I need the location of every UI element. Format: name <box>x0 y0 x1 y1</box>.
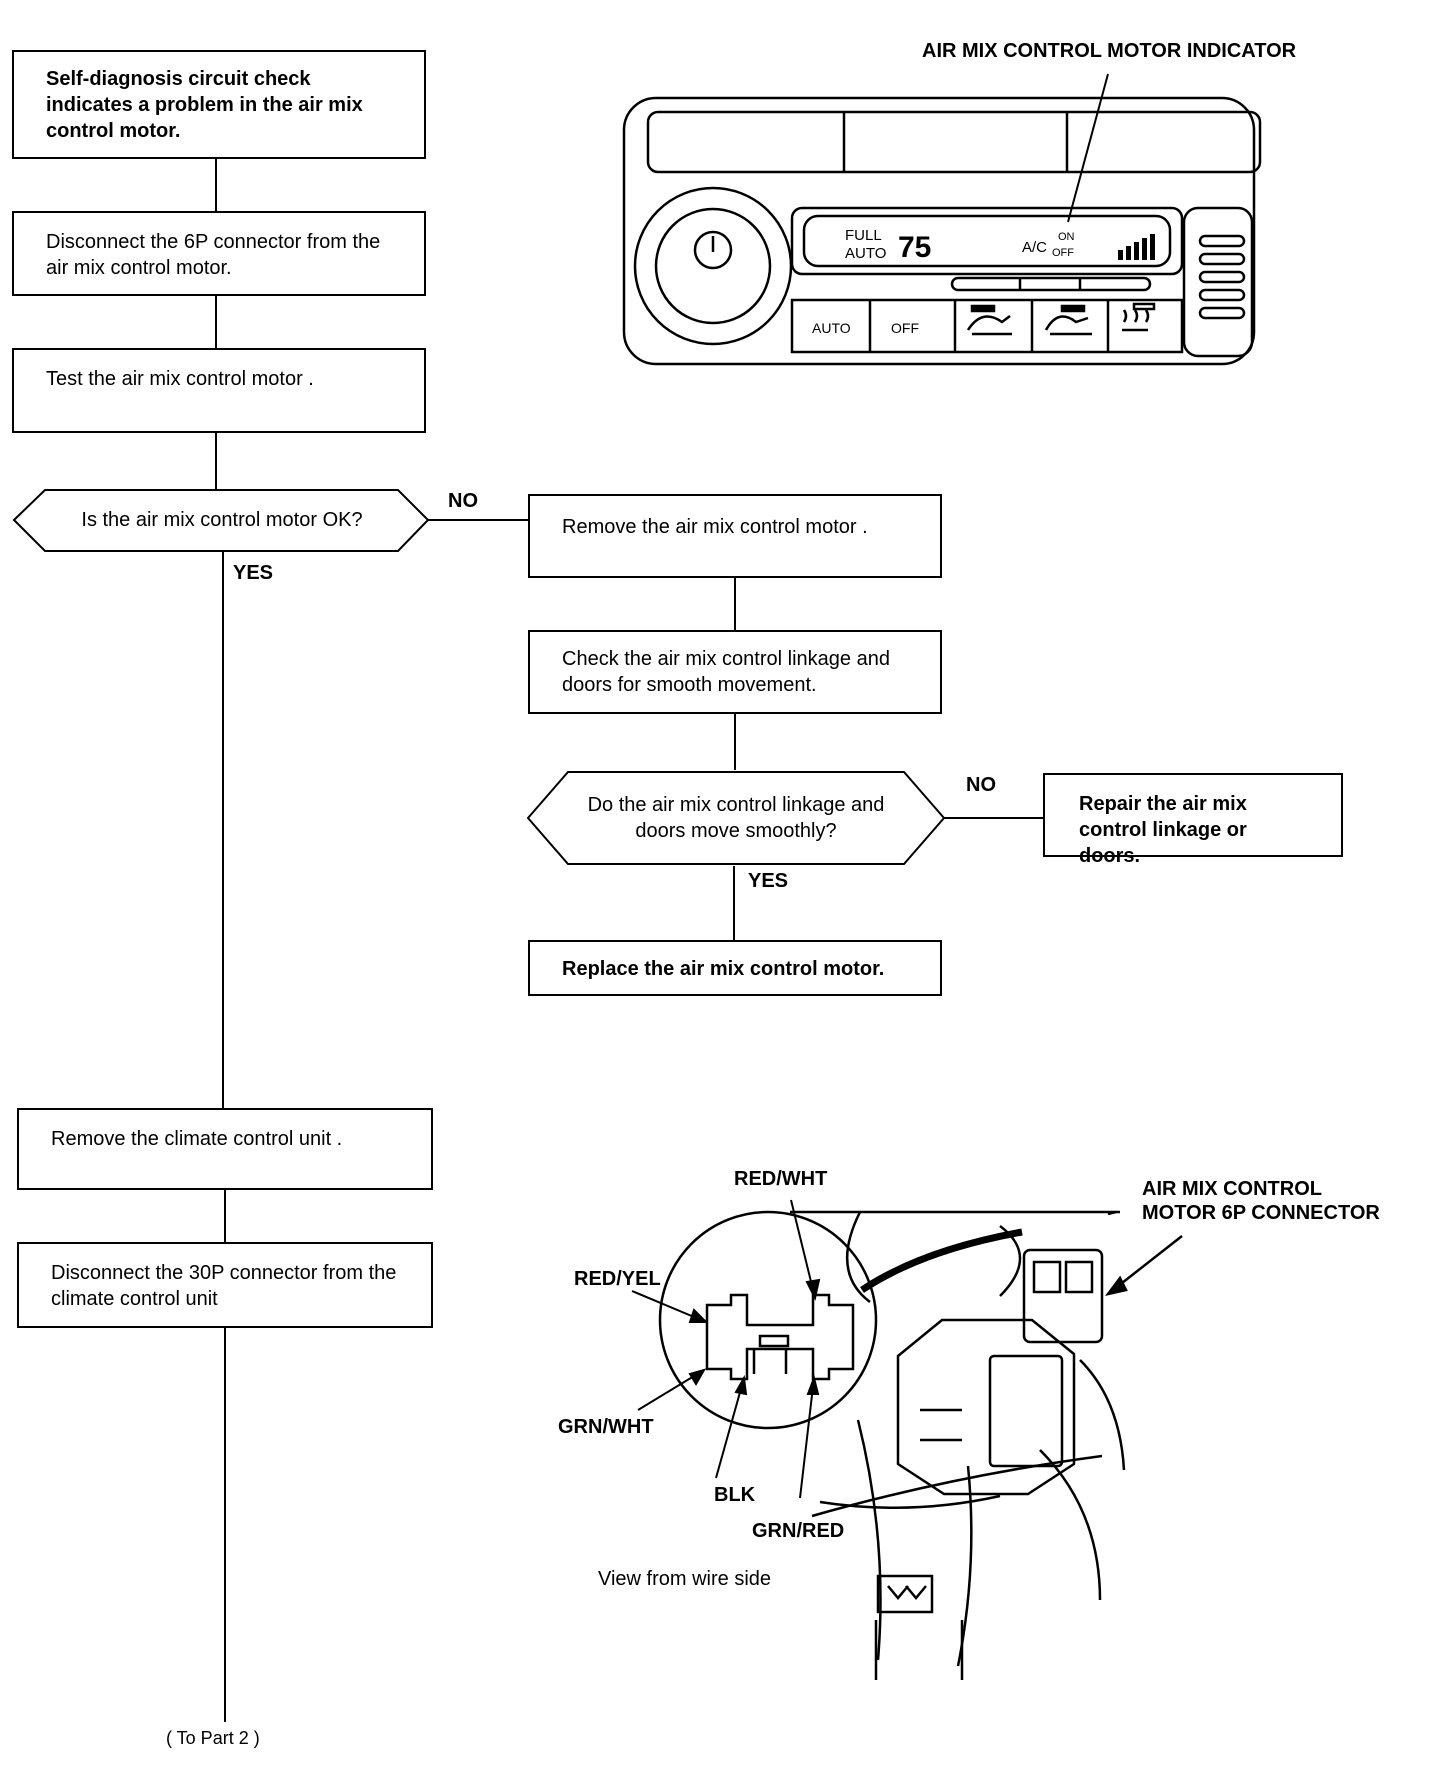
decision1-shape <box>12 489 430 552</box>
view-caption: View from wire side <box>598 1568 772 1590</box>
wire-blk-label: BLK <box>714 1484 756 1506</box>
decision2-shape <box>526 771 946 865</box>
indicator-label: AIR MIX CONTROL MOTOR INDICATOR <box>922 40 1297 62</box>
footer-to-part2: ( To Part 2 ) <box>166 1728 260 1748</box>
wire-grn-red-label: GRN/RED <box>752 1520 845 1542</box>
display-temp: 75 <box>898 231 931 264</box>
wire-grn-wht-label: GRN/WHT <box>558 1416 654 1438</box>
connector-illustration <box>658 1210 1183 1680</box>
step2-box: Disconnect the 6P connector from the air… <box>12 211 426 296</box>
fan-speed-indicator <box>1118 234 1155 260</box>
display-on: ON <box>1058 231 1075 243</box>
step5-box: Check the air mix control linkage and do… <box>528 630 942 714</box>
display-full: FULL <box>845 227 882 244</box>
decision2-text: Do the air mix control linkage and doors… <box>587 794 885 842</box>
fresh-air-icon <box>1044 315 1092 336</box>
step1-box: Self-diagnosis circuit check indicates a… <box>12 50 426 159</box>
step7-box: Replace the air mix control motor. <box>528 940 942 996</box>
defrost-icon <box>1122 309 1150 332</box>
display-auto: AUTO <box>845 245 886 262</box>
step9-box: Disconnect the 30P connector from the cl… <box>17 1242 433 1328</box>
decision1-no-label: NO <box>448 490 478 512</box>
decision1-text: Is the air mix control motor OK? <box>81 509 363 531</box>
recirculation-icon <box>966 315 1012 336</box>
step6-box: Repair the air mix control linkage or do… <box>1043 773 1343 867</box>
step4-box: Remove the air mix control motor . <box>528 494 942 578</box>
auto-button[interactable]: AUTO <box>812 320 851 336</box>
connector-label-line1: AIR MIX CONTROL <box>1142 1178 1322 1200</box>
wire-red-yel-label: RED/YEL <box>574 1268 661 1290</box>
step3-box: Test the air mix control motor . <box>12 348 426 433</box>
climate-control-panel <box>622 73 1262 366</box>
wire-red-wht-label: RED/WHT <box>734 1168 828 1190</box>
display-ac: A/C <box>1022 239 1047 256</box>
off-button[interactable]: OFF <box>891 320 919 336</box>
decision2-yes-label: YES <box>748 870 789 892</box>
display-off: OFF <box>1052 247 1074 259</box>
step8-box: Remove the climate control unit . <box>17 1108 433 1190</box>
decision1-yes-label: YES <box>233 562 274 584</box>
decision2-no-label: NO <box>966 774 996 796</box>
connector-label-line2: MOTOR 6P CONNECTOR <box>1142 1202 1380 1224</box>
